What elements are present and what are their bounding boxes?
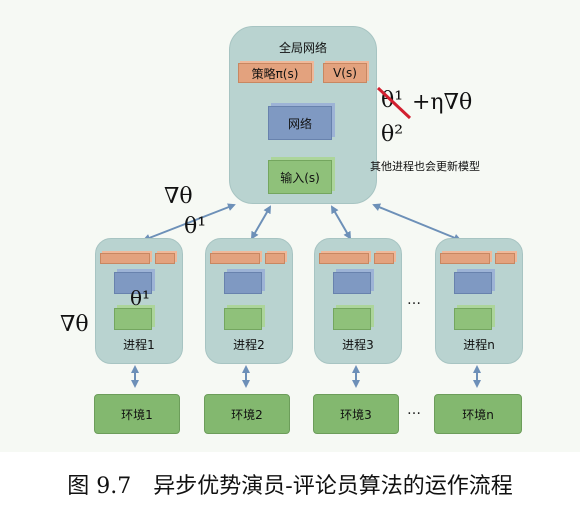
- policy-block: [319, 253, 369, 264]
- value-block: [374, 253, 394, 264]
- network-block: [333, 272, 371, 294]
- theta-old-label: θ¹: [381, 88, 404, 113]
- process-label: 进程n: [463, 338, 495, 352]
- network-block: [114, 272, 152, 294]
- global-network-title: 全局网络: [278, 41, 327, 55]
- gradient-label: ∇θ: [164, 184, 193, 209]
- environment-ellipsis: …: [407, 402, 422, 418]
- value-box: V(s): [323, 63, 367, 83]
- input-box: 输入(s): [268, 160, 332, 194]
- network-block: [454, 272, 492, 294]
- process-ellipsis: …: [407, 292, 422, 308]
- sync-arrow-process-n: [372, 203, 462, 242]
- update-note: 其他进程也会更新模型: [370, 160, 480, 173]
- policy-box: 策略π(s): [238, 63, 312, 83]
- policy-block: [210, 253, 260, 264]
- theta-new-label: θ²: [381, 122, 404, 147]
- environment-n: 环境n: [434, 394, 522, 434]
- environment-1: 环境1: [94, 394, 180, 434]
- network-box: 网络: [268, 106, 332, 140]
- worker-gradient-label: ∇θ: [60, 312, 89, 337]
- sync-arrow-process-3: [330, 205, 352, 240]
- process-label: 进程3: [342, 338, 374, 352]
- figure-caption: 图 9.7 异步优势演员-评论员算法的运作流程: [67, 474, 513, 499]
- process-label: 进程2: [233, 338, 265, 352]
- value-block: [495, 253, 515, 264]
- input-block: [224, 308, 262, 330]
- sync-arrow-process-1: [142, 203, 236, 242]
- update-term: +η∇θ: [412, 90, 473, 115]
- environment-2: 环境2: [204, 394, 290, 434]
- process-label: 进程1: [123, 338, 155, 352]
- policy-block: [440, 253, 490, 264]
- environment-3: 环境3: [313, 394, 399, 434]
- input-block: [114, 308, 152, 330]
- input-block: [333, 308, 371, 330]
- value-block: [265, 253, 285, 264]
- input-block: [454, 308, 492, 330]
- params-label: θ¹: [184, 214, 207, 239]
- value-block: [155, 253, 175, 264]
- sync-arrow-process-2: [250, 205, 272, 240]
- worker-params-label: θ¹: [130, 286, 151, 310]
- policy-block: [100, 253, 150, 264]
- network-block: [224, 272, 262, 294]
